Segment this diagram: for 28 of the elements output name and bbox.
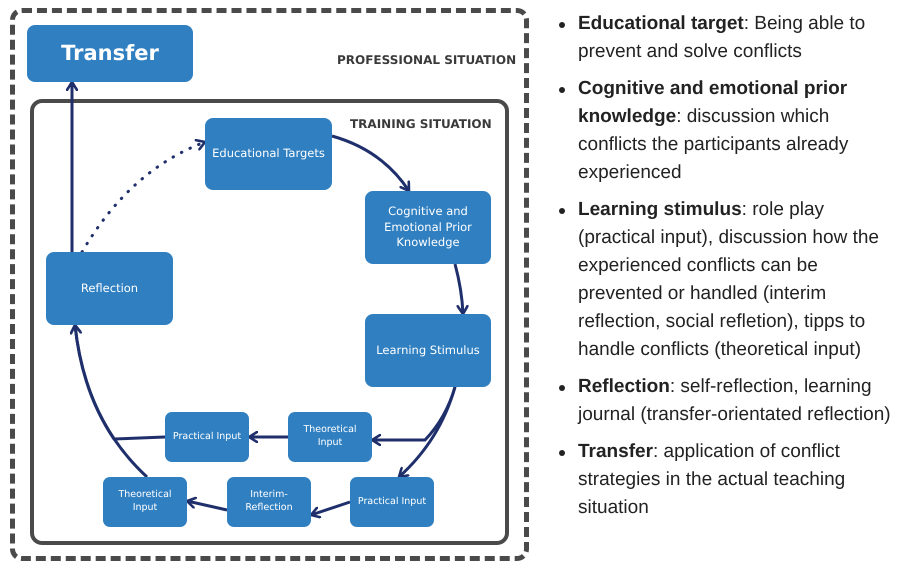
arrow <box>186 496 228 512</box>
dashed-region <box>10 8 529 561</box>
bullet-text: Transfer: application of conflict strategies in the actual teaching situation <box>578 440 846 520</box>
arrow <box>370 386 456 446</box>
process-box: Theoretical Input <box>288 412 372 462</box>
bullet-text: Learning stimulus: role play (practical input), discussion how the experienced conflicts can be prevented or handled (interim reflection, social refletion), tipps to handle conflicts (theoretical input) <box>578 198 880 362</box>
arrow <box>66 80 78 252</box>
region-title: TRAINING SITUATION <box>350 117 492 131</box>
dotted-arrow <box>80 139 206 254</box>
process-box: Theoretical Input <box>103 477 187 527</box>
process-box: Practical Input <box>350 477 434 527</box>
region-title: PROFESSIONAL SITUATION <box>337 53 516 67</box>
arrow <box>70 324 166 440</box>
process-box: Interim-Reflection <box>227 477 311 527</box>
process-box: Transfer <box>27 25 193 82</box>
process-box: Cognitive and Emotional Prior Knowledge <box>365 191 491 264</box>
region-frame <box>30 99 509 545</box>
arrow <box>310 500 350 519</box>
process-box: Educational Targets <box>205 118 332 190</box>
process-box: Practical Input <box>165 412 249 462</box>
bullet-text: Cognitive and emotional prior knowledge: discussion which conflicts the participants already experienced <box>578 77 850 185</box>
process-box: Reflection <box>46 252 173 325</box>
bullet-text: Educational target: Being able to prevent and solve conflicts <box>578 12 866 64</box>
process-box: Learning Stimulus <box>365 314 491 387</box>
arrow <box>332 134 410 192</box>
arrow <box>248 430 288 444</box>
arrow <box>454 264 469 316</box>
bullet-text: Reflection: self-reflection, learning journal (transfer-orientated reflection) <box>578 375 892 427</box>
